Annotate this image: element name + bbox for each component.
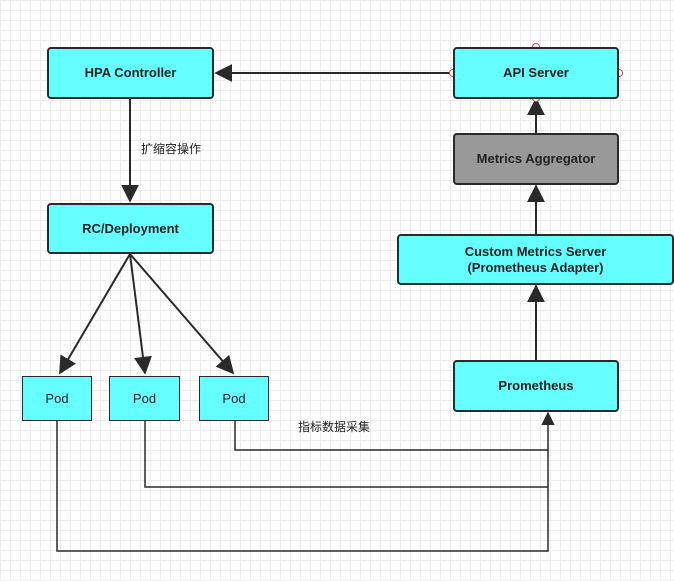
pod-node-1[interactable]: Pod — [22, 376, 92, 421]
edge-rc-to-pod3 — [129, 253, 235, 375]
edge-pod3-to-prometheus — [234, 411, 555, 451]
scale-operation-label: 扩缩容操作 — [141, 142, 202, 156]
hpa-controller-node[interactable]: HPA Controller — [47, 47, 214, 99]
edge-rc-to-pod1 — [59, 253, 131, 375]
prometheus-node[interactable]: Prometheus — [453, 360, 619, 412]
metrics-collection-label: 指标数据采集 — [298, 420, 371, 434]
api-server-node[interactable]: API Server — [453, 47, 619, 99]
edge-pod2-to-prometheus — [144, 421, 548, 488]
pod-node-3[interactable]: Pod — [199, 376, 269, 421]
rc-deployment-node[interactable]: RC/Deployment — [47, 203, 214, 254]
pod-node-2[interactable]: Pod — [109, 376, 180, 421]
edge-rc-to-pod2 — [129, 253, 152, 375]
metrics-aggregator-node[interactable]: Metrics Aggregator — [453, 133, 619, 185]
custom-metrics-server-node[interactable]: Custom Metrics Server (Prometheus Adapte… — [397, 234, 674, 285]
edge-pod1-to-prometheus — [56, 421, 549, 552]
